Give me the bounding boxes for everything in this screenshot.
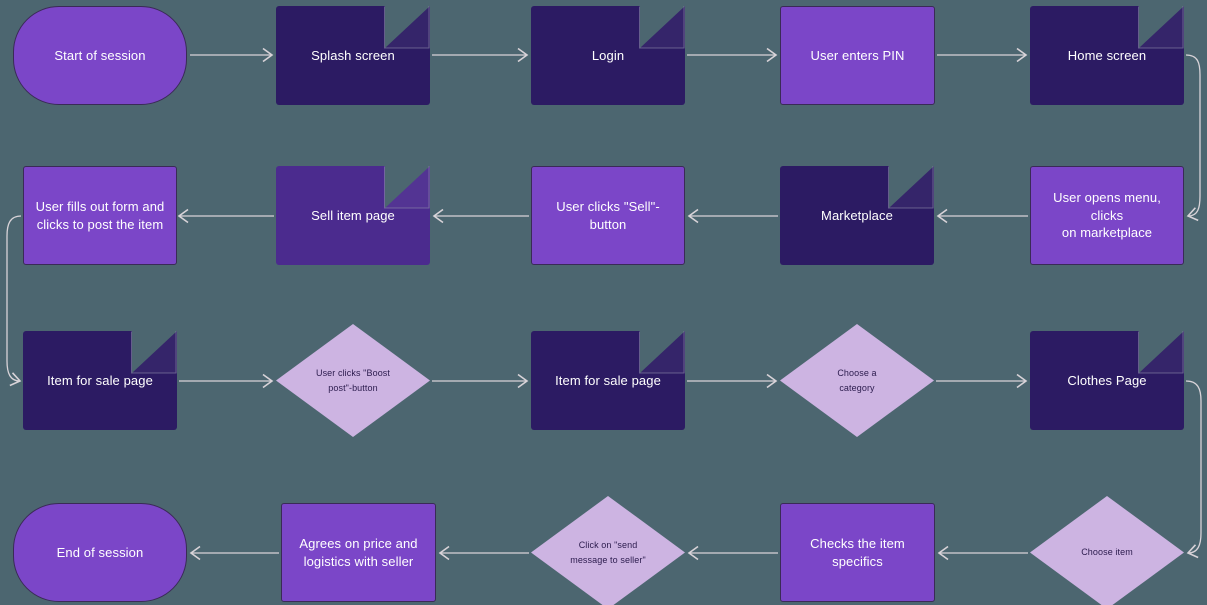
edge-arrowhead-icon (1186, 207, 1199, 222)
node-label: Login (591, 47, 625, 63)
node-home-screen[interactable]: Home screen (1030, 6, 1184, 105)
edge-start-of-session-to-splash-screen (190, 47, 274, 63)
edge-arrowhead-icon (438, 545, 450, 561)
document-fold-icon (132, 331, 177, 373)
edge-sell-item-page-to-user-fills-out-form (177, 208, 274, 224)
node-label: Home screen (1067, 47, 1147, 63)
edge-line (1185, 380, 1202, 554)
node-user-fills-out-form[interactable]: User fills out form and clicks to post t… (23, 166, 177, 265)
node-label: Splash screen (311, 47, 395, 63)
node-login[interactable]: Login (531, 6, 685, 105)
node-click-send-message[interactable]: Click on "send message to seller" (531, 496, 685, 605)
node-label: Click on "send message to seller" (570, 540, 646, 565)
document-fold-icon (1139, 331, 1184, 373)
node-label: Sell item page (311, 207, 395, 223)
edge-splash-screen-to-login (432, 47, 529, 63)
document-fold-icon (640, 6, 685, 48)
edge-user-enters-pin-to-home-screen (937, 47, 1028, 63)
node-item-for-sale-page-1[interactable]: Item for sale page (23, 331, 177, 430)
edge-login-to-user-enters-pin (687, 47, 778, 63)
edge-user-opens-menu-to-marketplace (936, 208, 1028, 224)
node-label: Item for sale page (47, 372, 153, 388)
edge-arrowhead-icon (1016, 47, 1028, 63)
edge-clothes-page-to-choose-item (1185, 380, 1202, 559)
node-choose-a-category[interactable]: Choose a category (780, 324, 934, 437)
node-label: Checks the item specifics (810, 535, 905, 569)
edge-item-for-sale-page-2-to-choose-a-category (687, 373, 778, 389)
node-label: End of session (56, 544, 144, 560)
edge-arrowhead-icon (189, 545, 201, 561)
edge-arrowhead-icon (1186, 544, 1199, 559)
node-clothes-page[interactable]: Clothes Page (1030, 331, 1184, 430)
node-label: Agrees on price and logistics with selle… (299, 535, 418, 569)
node-choose-item[interactable]: Choose item (1030, 496, 1184, 605)
document-fold-icon (385, 166, 430, 208)
edge-home-screen-to-user-opens-menu (1185, 54, 1201, 222)
edge-marketplace-to-user-clicks-sell-button (687, 208, 778, 224)
node-user-enters-pin[interactable]: User enters PIN (780, 6, 935, 105)
edge-arrowhead-icon (1016, 373, 1028, 389)
edge-arrowhead-icon (766, 47, 778, 63)
edge-arrowhead-icon (766, 373, 778, 389)
document-fold-icon (385, 6, 430, 48)
edge-item-for-sale-page-1-to-user-clicks-boost-post (179, 373, 274, 389)
edge-arrowhead-icon (937, 545, 949, 561)
document-fold-icon (640, 331, 685, 373)
edge-line (1185, 54, 1201, 217)
edge-arrowhead-icon (262, 373, 274, 389)
document-fold-icon (889, 166, 934, 208)
edge-arrowhead-icon (687, 545, 699, 561)
edge-arrowhead-icon (517, 47, 529, 63)
node-item-for-sale-page-2[interactable]: Item for sale page (531, 331, 685, 430)
node-user-clicks-sell-button[interactable]: User clicks "Sell"-button (531, 166, 685, 265)
edge-user-fills-out-form-to-item-for-sale-page-1 (6, 215, 22, 387)
node-label: User clicks "Boost post"-button (315, 368, 390, 393)
edge-click-send-message-to-agrees-on-price (438, 545, 529, 561)
node-label: Clothes Page (1067, 372, 1147, 388)
node-marketplace[interactable]: Marketplace (780, 166, 934, 265)
node-label: User opens menu, clicks on marketplace (1053, 190, 1161, 241)
node-user-opens-menu[interactable]: User opens menu, clicks on marketplace (1030, 166, 1184, 265)
edge-choose-a-category-to-clothes-page (936, 373, 1028, 389)
edge-checks-item-specifics-to-click-send-message (687, 545, 778, 561)
edge-arrowhead-icon (177, 208, 189, 224)
node-label: Marketplace (821, 207, 893, 223)
node-user-clicks-boost-post[interactable]: User clicks "Boost post"-button (276, 324, 430, 437)
node-label: Choose a category (837, 368, 877, 393)
edge-agrees-on-price-to-end-of-session (189, 545, 279, 561)
edge-arrowhead-icon (432, 208, 444, 224)
edge-arrowhead-icon (517, 373, 529, 389)
node-label: Start of session (54, 47, 146, 63)
node-checks-item-specifics[interactable]: Checks the item specifics (780, 503, 935, 602)
node-splash-screen[interactable]: Splash screen (276, 6, 430, 105)
document-fold-icon (1139, 6, 1184, 48)
edge-user-clicks-boost-post-to-item-for-sale-page-2 (432, 373, 529, 389)
edge-arrowhead-icon (687, 208, 699, 224)
edge-line (6, 215, 22, 382)
node-sell-item-page[interactable]: Sell item page (276, 166, 430, 265)
node-label: User enters PIN (810, 47, 905, 63)
node-label: User clicks "Sell"-button (556, 198, 660, 232)
edge-arrowhead-icon (9, 372, 22, 387)
node-agrees-on-price[interactable]: Agrees on price and logistics with selle… (281, 503, 436, 602)
node-start-of-session[interactable]: Start of session (13, 6, 187, 105)
edge-arrowhead-icon (262, 47, 274, 63)
node-label: User fills out form and clicks to post t… (35, 198, 165, 232)
edge-choose-item-to-checks-item-specifics (937, 545, 1028, 561)
node-label: Item for sale page (555, 372, 661, 388)
node-label: Choose item (1081, 547, 1133, 558)
edge-user-clicks-sell-button-to-sell-item-page (432, 208, 529, 224)
edge-arrowhead-icon (936, 208, 948, 224)
node-end-of-session[interactable]: End of session (13, 503, 187, 602)
